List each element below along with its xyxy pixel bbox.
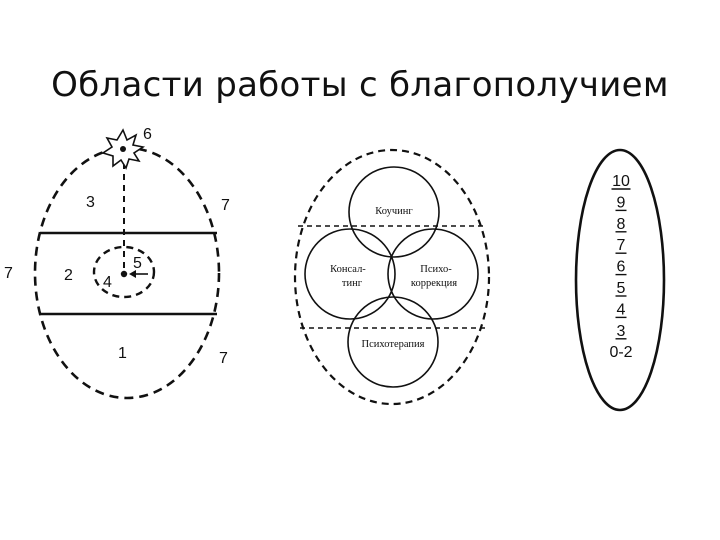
right-solid-ellipse xyxy=(574,148,666,412)
left-label-star: 6 xyxy=(143,126,152,143)
scale-level-label: 0-2 xyxy=(609,344,632,361)
scale-level-label: 9 xyxy=(617,194,626,211)
right-scale-diagram: 10 9 8 7 6 5 4 3 0-2 xyxy=(574,148,666,412)
left-label-inner-center: 4 xyxy=(103,274,112,291)
left-inner-dashed-circle xyxy=(92,245,156,299)
left-label-inner-right: 5 xyxy=(133,255,142,272)
right-scale-levels: 10 9 8 7 6 5 4 3 0-2 xyxy=(609,173,632,361)
scale-level-label: 4 xyxy=(617,301,626,318)
left-inner-center-dot xyxy=(120,270,128,278)
scale-level-label: 5 xyxy=(617,280,626,297)
center-circle-consulting xyxy=(304,228,396,320)
center-label-consulting-line1: Консал- xyxy=(330,264,366,275)
center-circle-psychocorrection xyxy=(387,228,479,320)
scale-level-label: 7 xyxy=(617,237,626,254)
left-label-zone-middle: 2 xyxy=(64,267,73,284)
left-star-icon xyxy=(101,128,146,170)
center-label-psychocorrection-line1: Психо- xyxy=(420,264,452,275)
left-label-edge-bottom-right: 7 xyxy=(219,350,228,367)
scale-level-label: 10 xyxy=(612,173,630,190)
center-label-psychotherapy: Психотерапия xyxy=(362,339,425,350)
left-label-edge-top-right: 7 xyxy=(221,197,230,214)
center-label-psychocorrection-line2: коррекция xyxy=(411,278,457,289)
slide-title: Области работы с благополучием xyxy=(51,64,669,105)
center-label-coaching: Коучинг xyxy=(375,206,413,217)
left-label-zone-upper: 3 xyxy=(86,194,95,211)
center-outer-dashed-ellipse xyxy=(293,148,491,406)
scale-level-label: 3 xyxy=(617,323,626,340)
center-venn-diagram: Коучинг Консал- тинг Психо- коррекция Пс… xyxy=(293,148,491,406)
left-label-zone-lower: 1 xyxy=(118,345,127,362)
center-circle-coaching xyxy=(348,166,440,258)
scale-level-label: 6 xyxy=(617,259,626,276)
left-egg-diagram: 6 3 7 7 2 4 5 1 7 xyxy=(4,126,230,400)
center-label-consulting-line2: тинг xyxy=(342,278,363,289)
left-inner-arrowhead xyxy=(129,270,136,278)
scale-level-label: 8 xyxy=(617,216,626,233)
left-label-edge-left: 7 xyxy=(4,265,13,282)
center-circle-psychotherapy xyxy=(347,296,439,388)
